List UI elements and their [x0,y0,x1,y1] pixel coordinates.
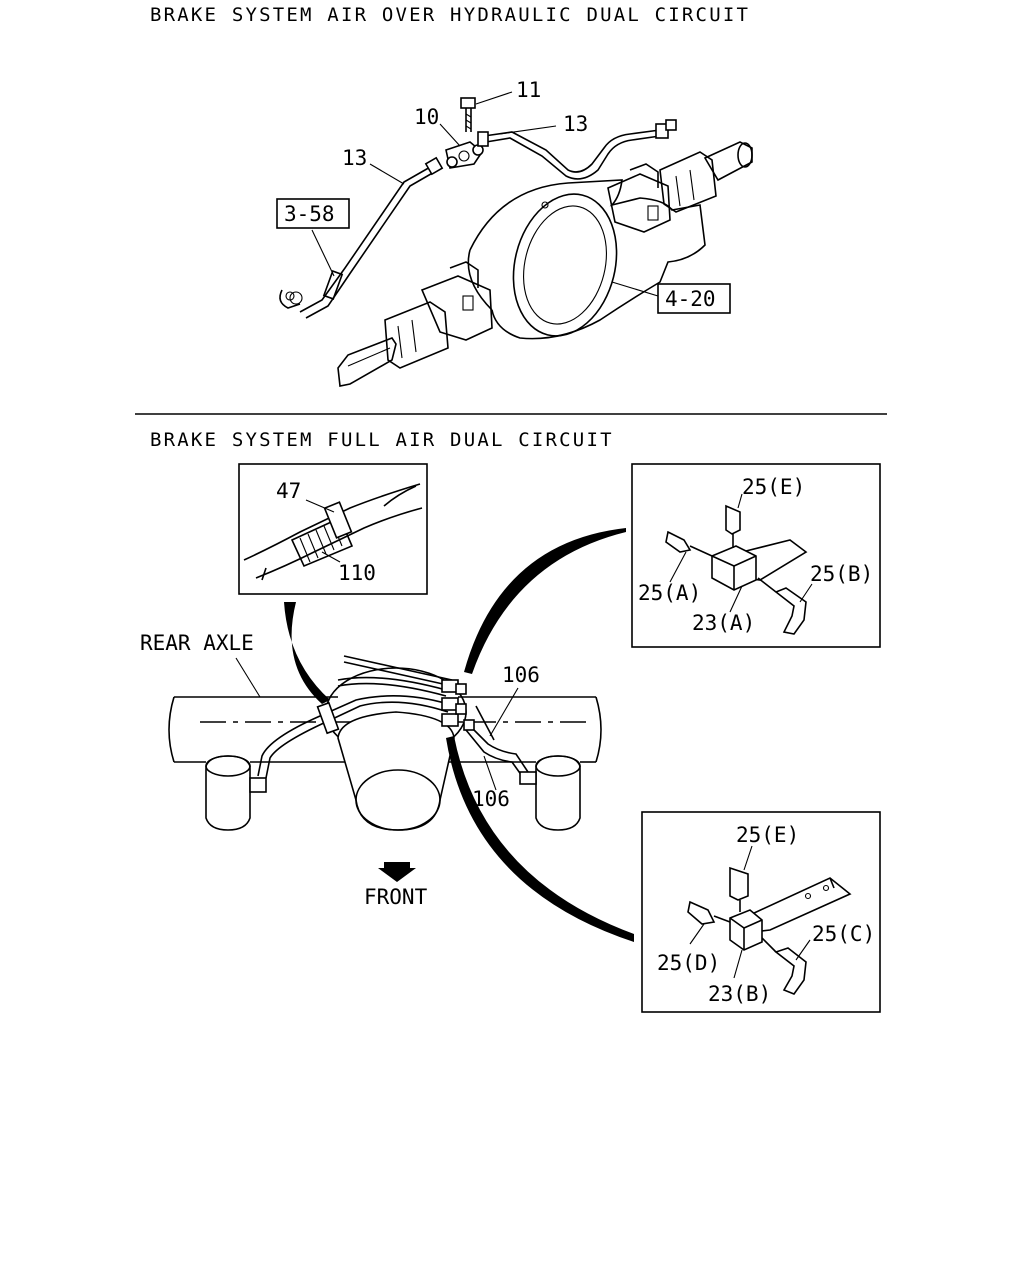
ref-box-4-20 [657,283,731,314]
bottom-section-title: BRAKE SYSTEM FULL AIR DUAL CIRCUIT [150,429,614,451]
brake-pipe-left [279,156,444,319]
callout-13-right: 13 [563,112,588,136]
top-section-title: BRAKE SYSTEM AIR OVER HYDRAULIC DUAL CIR… [150,4,750,26]
leader-13-right [499,125,557,135]
detail-box-junction-b [641,811,881,1013]
callout-110: 110 [338,561,376,585]
callout-a-25b: 25(B) [810,562,873,586]
rear-axle-label: REAR AXLE [140,631,254,655]
callout-a-23a: 23(A) [692,611,755,635]
callout-b-25c: 25(C) [812,922,875,946]
detail-box-junction-a [631,463,881,648]
callout-a-25e: 25(E) [742,475,805,499]
leader-4-20 [611,281,659,297]
leader-11 [475,91,513,105]
front-arrow-icon [378,862,416,882]
leader-3-58 [311,229,335,277]
callout-106-top: 106 [502,663,540,687]
arc-to-detail-a [464,528,626,674]
rear-axle-main-view [168,655,602,831]
brake-pipe-right [477,119,677,180]
callout-b-23b: 23(B) [708,982,771,1006]
detail-box-clip [238,463,428,595]
callout-b-25d: 25(D) [657,951,720,975]
leader-10 [439,123,461,147]
callout-47: 47 [276,479,301,503]
ref-3-58: 3-58 [284,202,335,226]
callout-10: 10 [414,105,439,129]
front-label: FRONT [364,885,428,909]
ref-box-3-58 [276,198,350,229]
callout-b-25e: 25(E) [736,823,799,847]
bolt-11 [460,97,476,132]
callout-a-25a: 25(A) [638,581,701,605]
ref-4-20: 4-20 [665,287,716,311]
leader-13-left [369,163,405,185]
callout-11: 11 [516,78,541,102]
arc-to-clip-detail [284,602,330,704]
rear-axle-housing [337,141,753,387]
callout-13-left: 13 [342,146,367,170]
